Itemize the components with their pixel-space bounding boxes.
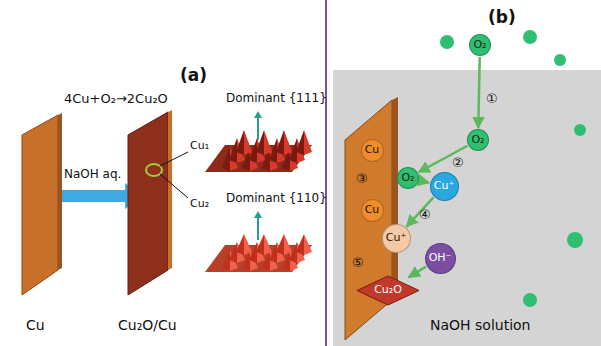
o2-molecule: O₂: [467, 129, 489, 151]
node-text: Cu: [365, 204, 380, 216]
node-text: Cu₂O: [374, 284, 402, 296]
text-label: Cu₂O/Cu: [118, 318, 177, 333]
divider: [325, 0, 327, 346]
node-text: Cu: [365, 144, 380, 156]
normal-arrow: [257, 216, 259, 240]
zoom-circle: [146, 164, 162, 176]
o2-molecule: O₂: [397, 167, 419, 189]
cu-plate: [22, 115, 58, 295]
reaction-arrow: [420, 181, 429, 183]
reaction-arrow: [478, 57, 479, 128]
text-label: Dominant {110}: [226, 192, 327, 205]
cu2o-plate-edge: [168, 110, 172, 270]
reaction-arrow: [409, 267, 426, 278]
hydroxide-ion: OH⁻: [425, 243, 456, 274]
normal-arrow-head: [254, 111, 262, 118]
reaction-arrow: [419, 146, 468, 173]
step-number: ①: [486, 92, 498, 106]
step-number: ⑤: [352, 256, 364, 270]
pyramids-111: [222, 130, 312, 171]
normal-arrow: [257, 116, 259, 140]
text-label: Cu₁: [190, 140, 209, 152]
cu-ion: Cu⁺: [430, 172, 459, 201]
text-label: 4Cu+O₂→2Cu₂O: [64, 92, 168, 106]
normal-arrow-head: [254, 211, 262, 218]
cu-atom: Cu: [361, 139, 384, 162]
leader-line: [160, 174, 188, 198]
text-label: Cu₂: [190, 198, 209, 210]
cu2o-product: Cu₂O: [356, 275, 420, 306]
node-text: OH⁻: [429, 252, 452, 264]
cu-plate-edge: [58, 113, 62, 270]
node-text: O₂: [471, 134, 484, 146]
leader-line: [160, 152, 188, 166]
o2-molecules: [440, 30, 586, 307]
node-text: Cu⁺: [386, 232, 406, 244]
node-text: O₂: [401, 172, 414, 184]
panel-label: (b): [488, 8, 516, 27]
cu-ion: Cu⁺: [382, 224, 411, 253]
naoh-solution: [333, 70, 601, 346]
text-label: Dominant {111}: [226, 92, 327, 105]
o2-molecule: O₂: [469, 34, 491, 56]
cu-electrode: [345, 100, 392, 340]
cu2o-plate: [128, 112, 168, 295]
reaction-arrow: [407, 197, 434, 226]
node-text: Cu⁺: [434, 180, 454, 192]
step-number: ②: [452, 156, 464, 170]
step-number: ④: [419, 208, 431, 222]
text-label: NaOH solution: [430, 318, 531, 333]
pyramids-110: [222, 234, 312, 271]
cu-atom: Cu: [361, 199, 384, 222]
text-label: Cu: [26, 318, 45, 333]
cu-electrode-edge: [392, 97, 398, 300]
node-text: O₂: [473, 39, 486, 51]
panel-label: (a): [180, 66, 207, 85]
step-number: ③: [356, 172, 368, 186]
text-label: NaOH aq.: [64, 168, 121, 181]
